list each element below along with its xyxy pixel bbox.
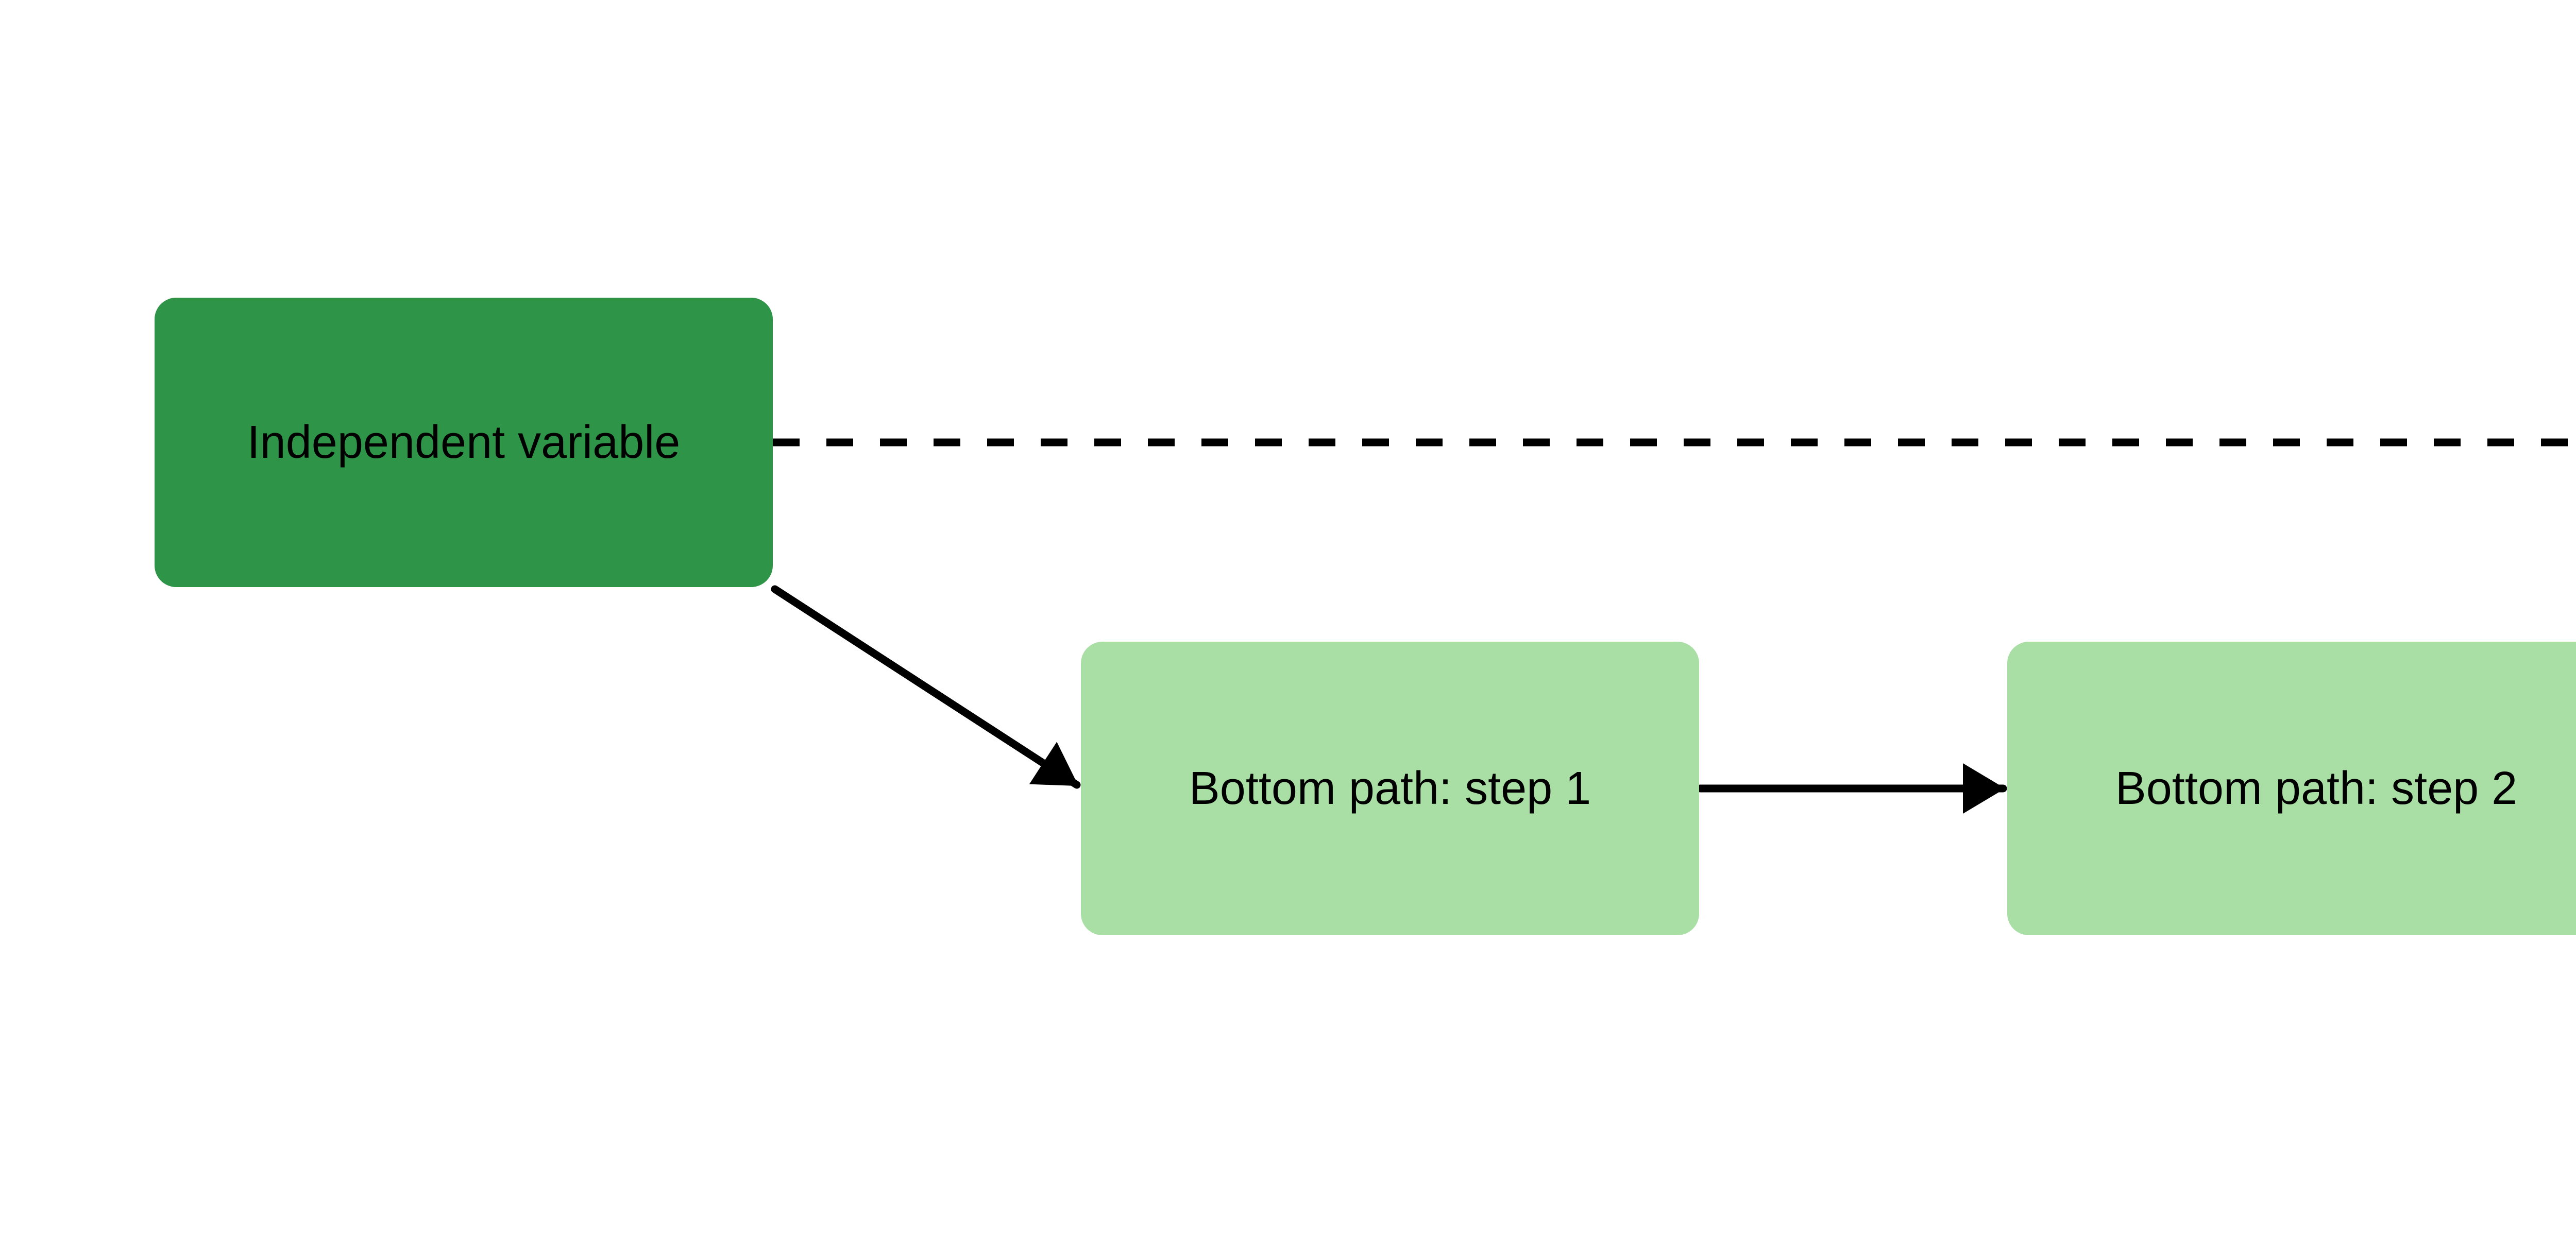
edge-independent-to-step1 xyxy=(771,585,1081,789)
independent-variable-node: Independent variable xyxy=(155,298,773,587)
independent-variable-label: Independent variable xyxy=(247,416,681,468)
bottom-path-step2-label: Bottom path: step 2 xyxy=(2115,762,2518,814)
bottom-path-step1-label: Bottom path: step 1 xyxy=(1189,762,1591,814)
bottom-path-step2-node: Bottom path: step 2 xyxy=(2007,642,2576,935)
bottom-path-step1-node: Bottom path: step 1 xyxy=(1081,642,1699,935)
